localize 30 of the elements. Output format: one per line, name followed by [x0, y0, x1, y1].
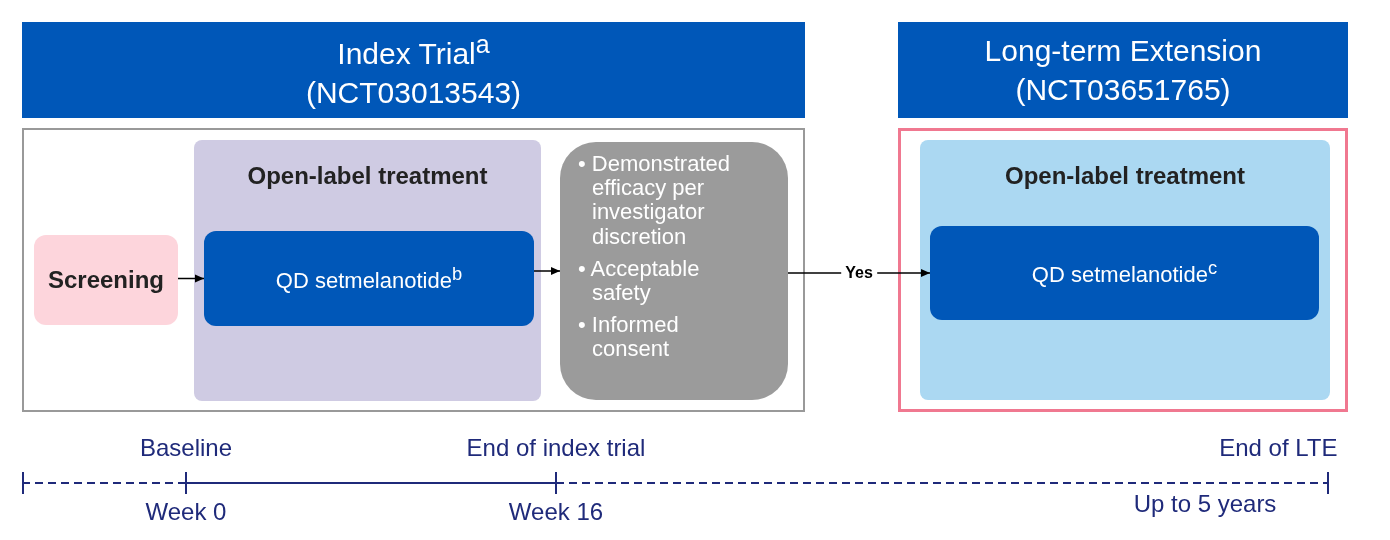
node-text: Screening	[47, 266, 164, 294]
timeline-label: Baseline	[139, 434, 233, 462]
process-box	[34, 235, 178, 325]
timeline-label: Up to 5 years	[1133, 490, 1277, 518]
timeline-label: End of index trial	[466, 434, 646, 462]
heading-text: Index Trial$^{a}$	[337, 37, 490, 70]
criterion-text: • Informed consent	[577, 313, 680, 362]
header-banner	[22, 22, 805, 118]
process-box	[204, 231, 534, 326]
trial-frame	[22, 128, 805, 412]
trial-frame	[898, 128, 1348, 412]
header-banner	[898, 22, 1348, 118]
process-box	[930, 226, 1319, 320]
phase-panel	[920, 140, 1330, 400]
node-text: QD setmelanotide$^{c}$	[1031, 262, 1218, 288]
criterion-text: • Acceptable safety	[577, 256, 701, 306]
panel-heading: Open-label treatment	[247, 162, 488, 189]
timeline-label: Week 16	[508, 498, 604, 526]
heading-text: Long-term Extension	[984, 34, 1262, 67]
heading-text: (NCT03651765)	[1015, 73, 1231, 106]
arrow	[177, 274, 205, 283]
arrow	[533, 267, 561, 275]
heading-text: (NCT03013543)	[305, 76, 522, 109]
node-text: QD setmelanotide$^{b}$	[275, 267, 463, 293]
criteria-box	[560, 142, 788, 400]
timeline-label: End of LTE	[1219, 434, 1338, 462]
criterion-text: • Demonstrated efficacy per investigator discretion	[577, 152, 731, 249]
panel-heading: Open-label treatment	[1004, 162, 1245, 189]
phase-panel	[194, 140, 541, 401]
timeline-label: Week 0	[145, 498, 227, 526]
